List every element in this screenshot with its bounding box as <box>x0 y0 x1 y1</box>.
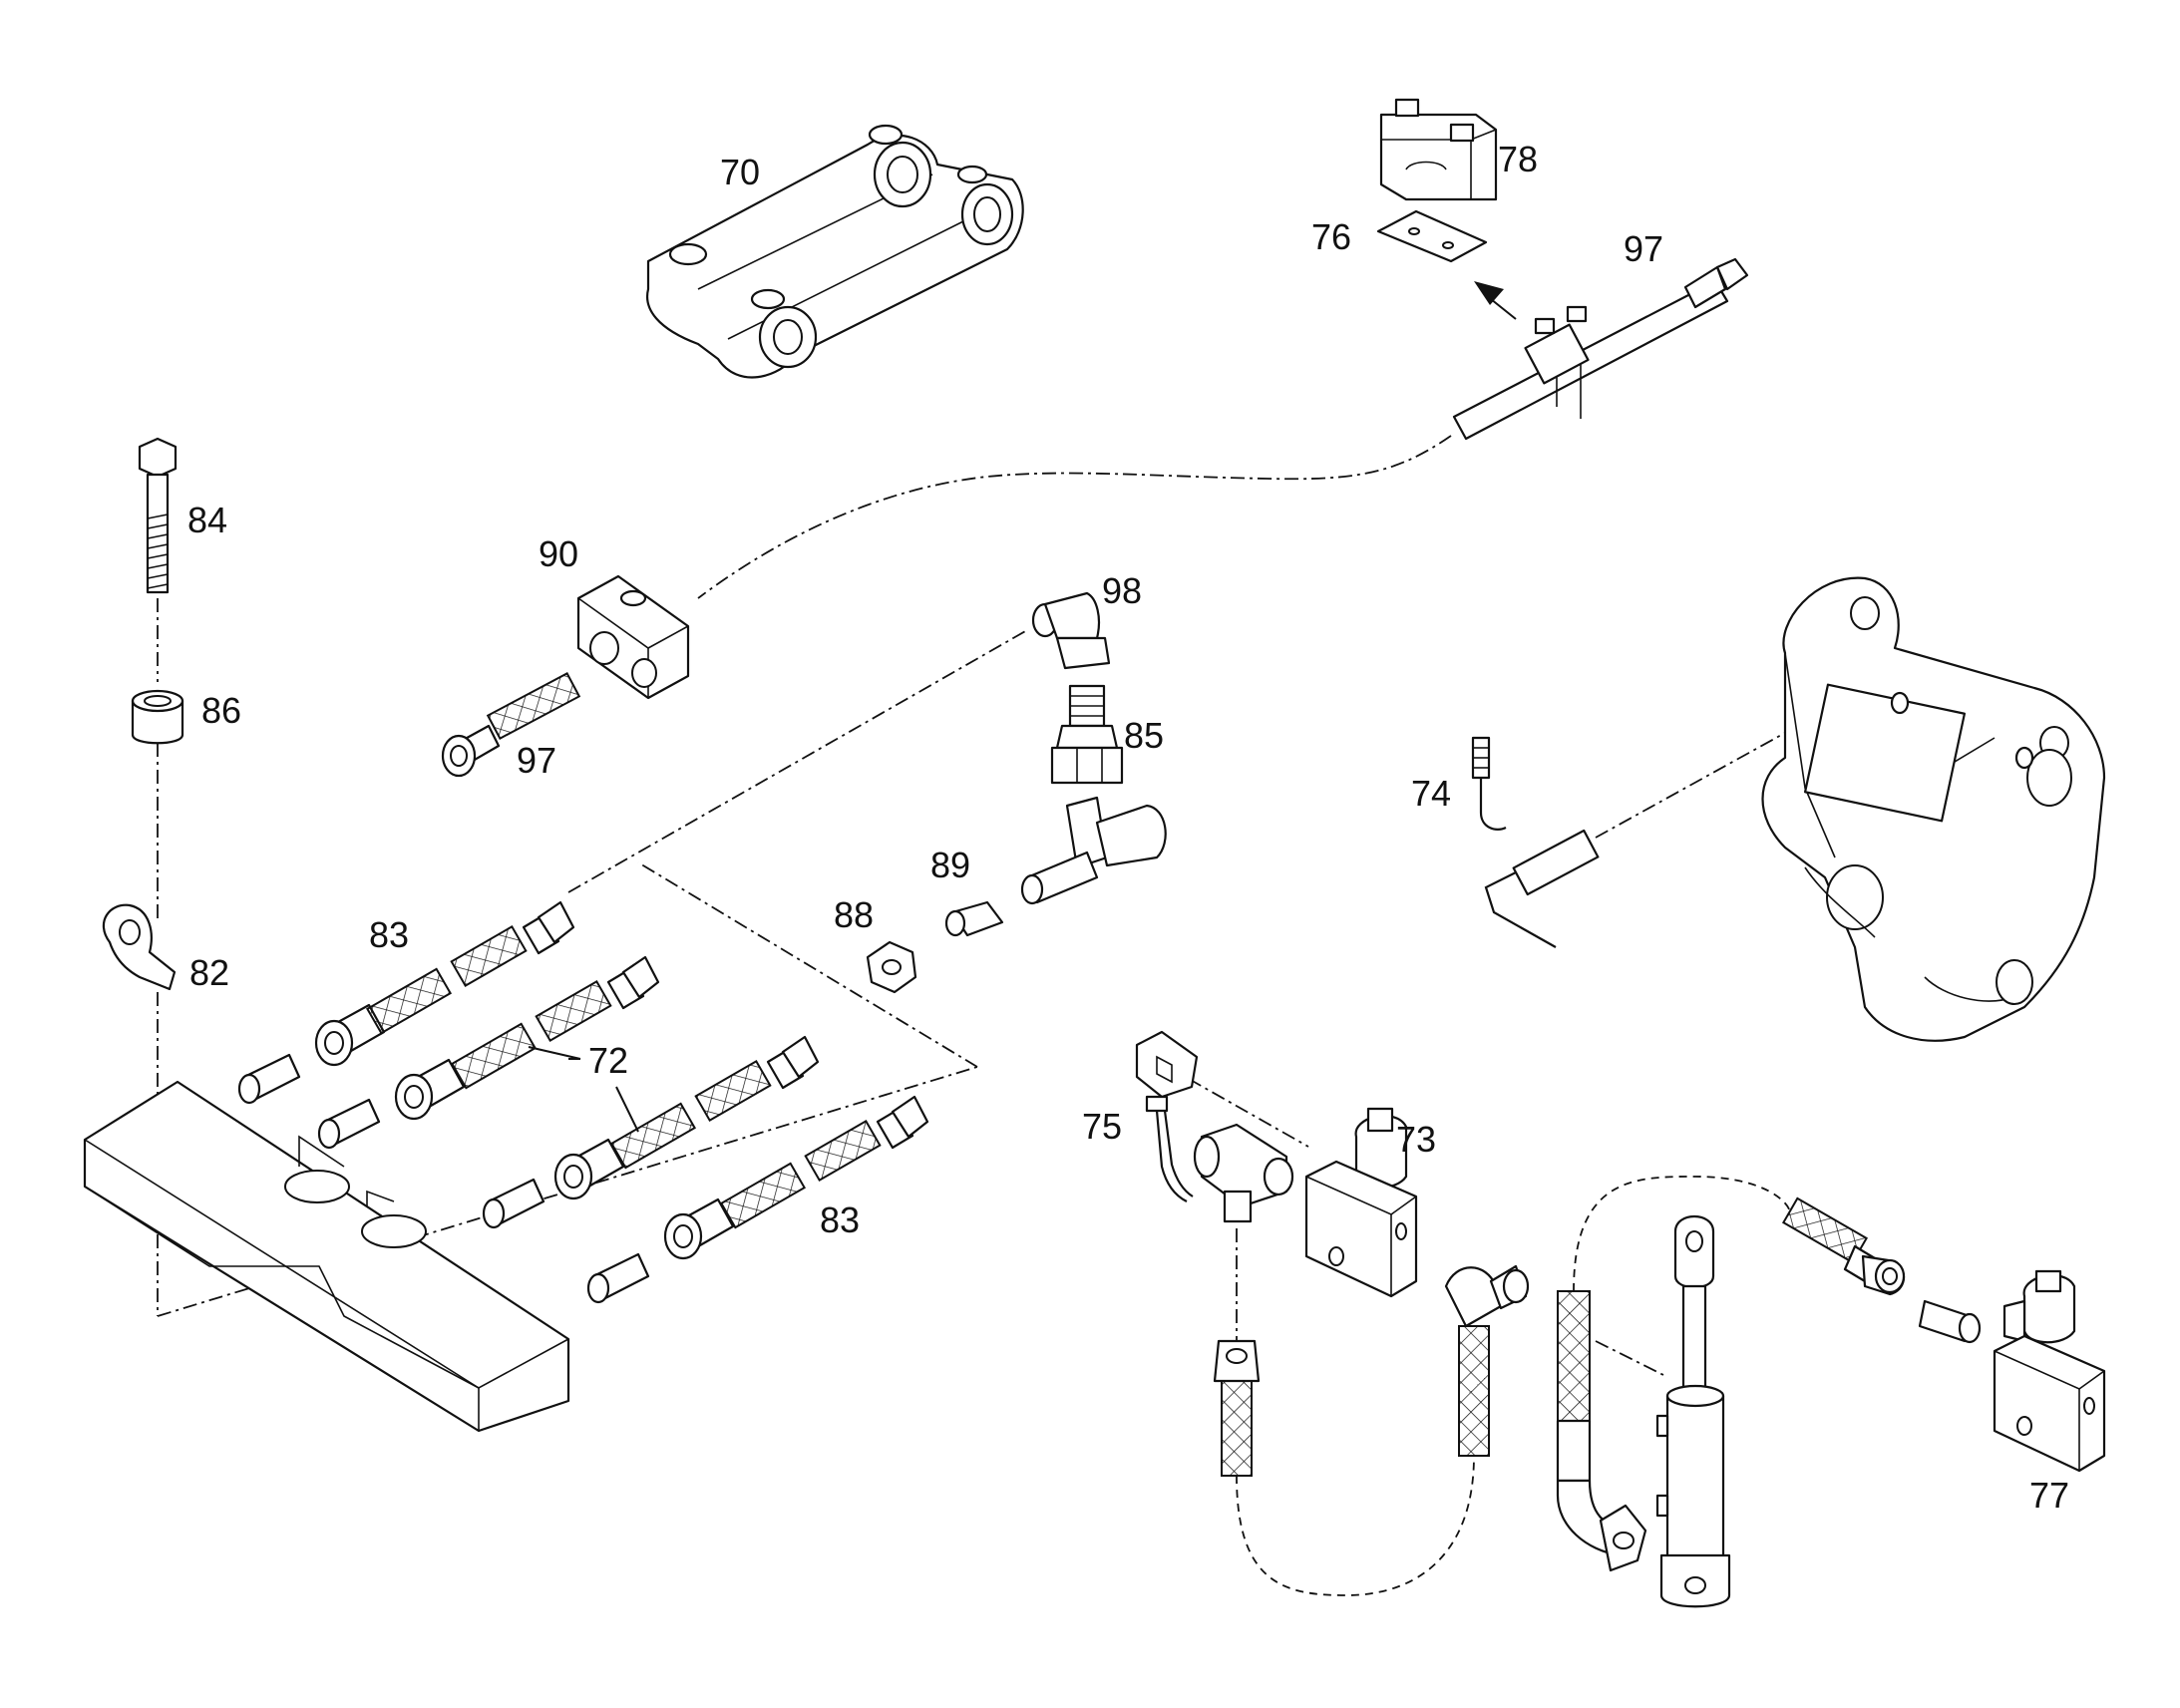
callout-84: 84 <box>187 500 227 540</box>
hose-elbow <box>1444 1264 1530 1457</box>
callout-90: 90 <box>539 533 578 574</box>
hose-83-upper <box>314 900 575 1067</box>
part-75-connector <box>1135 1030 1199 1202</box>
callout-77: 77 <box>2029 1475 2069 1516</box>
part-78-clamp <box>1379 98 1498 201</box>
callout-82: 82 <box>189 952 229 993</box>
t-fitting <box>1020 796 1167 905</box>
t-fitting-small <box>1193 1123 1294 1223</box>
hose-cylinder-feed <box>1556 1290 1647 1572</box>
hydraulic-cylinder <box>1655 1215 1731 1608</box>
callout-97-lower: 97 <box>517 740 556 781</box>
callout-78: 78 <box>1498 139 1538 179</box>
leaders-72 <box>528 1046 639 1133</box>
part-76-plate <box>1376 209 1488 263</box>
callout-85: 85 <box>1124 715 1164 756</box>
hose-upper-right <box>1781 1196 1906 1296</box>
hose-72-upper <box>394 955 660 1121</box>
callout-89: 89 <box>930 845 970 885</box>
manifold-block <box>83 1080 570 1433</box>
callout-83-lower: 83 <box>820 1199 860 1240</box>
callout-70: 70 <box>720 152 760 192</box>
hose-group <box>237 900 929 1304</box>
part-89-plug <box>944 900 1004 937</box>
part-82-clip <box>102 903 177 991</box>
part-70-link <box>646 124 1024 379</box>
callout-88: 88 <box>834 894 874 935</box>
part-85-fitting <box>1050 684 1124 785</box>
part-74-sensor <box>1471 736 1600 948</box>
hose-72-lower <box>553 1035 820 1200</box>
callout-86: 86 <box>201 690 241 731</box>
part-97-hose-clamp <box>1452 257 1749 441</box>
hose-83-lower <box>663 1095 929 1260</box>
part-77-valve <box>1993 1269 2106 1473</box>
callout-73: 73 <box>1396 1119 1436 1160</box>
part-86-spacer <box>131 689 184 745</box>
hose-vertical-left <box>1213 1339 1261 1477</box>
callout-75: 75 <box>1082 1106 1122 1147</box>
callout-98: 98 <box>1102 570 1142 611</box>
part-84-bolt <box>138 437 178 594</box>
callouts: 70 78 76 97 84 86 90 97 98 85 89 88 83 8… <box>187 139 2069 1516</box>
adapter-head <box>1761 576 2106 1042</box>
callout-76: 76 <box>1311 216 1351 257</box>
part-88-nut <box>866 940 917 994</box>
part-98-elbow <box>1031 591 1111 670</box>
part-90-double-clamp <box>576 574 690 700</box>
arrow-76 <box>1474 281 1517 320</box>
callout-97-top: 97 <box>1624 228 1663 269</box>
callout-72: 72 <box>588 1040 628 1081</box>
callout-83-upper: 83 <box>369 914 409 955</box>
nipples <box>237 1053 650 1304</box>
part-73-valve <box>1304 1107 1418 1298</box>
part-97-braided-bolt <box>441 672 581 778</box>
nipple-77 <box>1918 1299 1982 1344</box>
callout-74: 74 <box>1411 773 1451 814</box>
